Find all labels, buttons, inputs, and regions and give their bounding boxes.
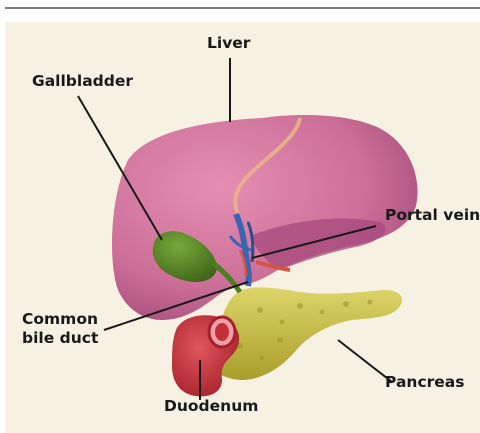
label-liver: Liver (207, 34, 250, 53)
label-common-bile-duct-line1: Common (22, 310, 98, 329)
leader-line-pancreas (338, 340, 392, 382)
label-duodenum: Duodenum (164, 397, 258, 416)
label-portal-vein: Portal vein (385, 206, 480, 225)
label-pancreas: Pancreas (385, 373, 464, 392)
label-gallbladder: Gallbladder (32, 72, 133, 91)
label-common-bile-duct-line2: bile duct (22, 329, 98, 348)
label-common-bile-duct: Common bile duct (22, 310, 98, 348)
